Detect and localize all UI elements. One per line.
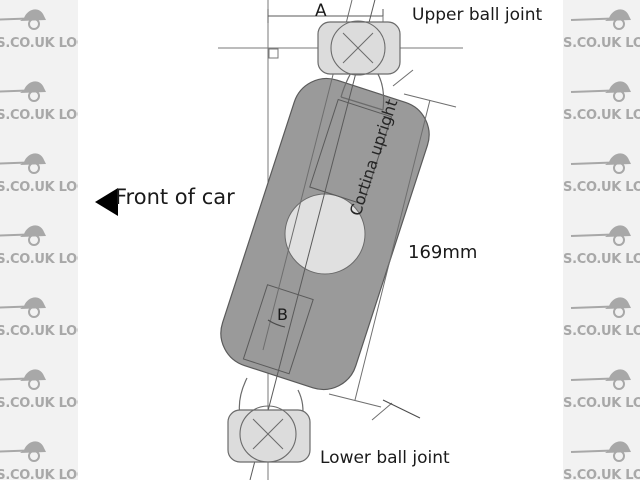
locostbuilders-car-logo-icon [0, 225, 46, 246]
dimension-line-169mm [328, 69, 457, 421]
locostbuilders-car-logo-icon [0, 369, 46, 390]
watermark-text: ERS.CO.UK LOCO [0, 108, 78, 123]
watermark-band-left: ERS.CO.UK LOCO ERS.CO.UK LOCO ERS.CO.UK LO… [0, 0, 78, 480]
lower-joint-crosshair [252, 418, 284, 450]
watermark-tile: S.CO.UK LOCOST [563, 62, 640, 134]
watermark-tile: S.CO.UK LOCOST [563, 278, 640, 350]
locostbuilders-car-logo-icon [0, 9, 46, 30]
label-upper-ball-joint: Upper ball joint [412, 5, 543, 25]
label-lower-ball-joint: Lower ball joint [320, 448, 450, 468]
locostbuilders-car-logo-icon [0, 153, 46, 174]
upper-bracket-detail [309, 98, 393, 205]
locostbuilders-car-logo-icon [570, 153, 631, 174]
watermark-tile: ERS.CO.UK LOCO [0, 134, 78, 206]
lower-ball-joint [227, 405, 311, 463]
watermark-text: S.CO.UK LOCOST [563, 324, 640, 339]
watermark-tile: S.CO.UK LOCOST [563, 134, 640, 206]
watermark-tile: ERS.CO.UK LOCO [0, 0, 78, 62]
watermark-tile: S.CO.UK LOCOST [563, 206, 640, 278]
watermark-tile: ERS.CO.UK LOCO [0, 206, 78, 278]
locostbuilders-car-logo-icon [0, 297, 46, 318]
watermark-text: S.CO.UK LOCOST [563, 468, 640, 480]
watermark-text: S.CO.UK LOCOST [563, 36, 640, 51]
right-angle-marker [268, 48, 279, 59]
watermark-tile: S.CO.UK LOCOST [563, 422, 640, 480]
watermark-text: ERS.CO.UK LOCO [0, 252, 78, 267]
watermark-text: S.CO.UK LOCOST [563, 252, 640, 267]
locostbuilders-car-logo-icon [570, 9, 631, 30]
watermark-text: ERS.CO.UK LOCO [0, 324, 78, 339]
locostbuilders-car-logo-icon [570, 297, 631, 318]
watermark-text: S.CO.UK LOCOST [563, 396, 640, 411]
watermark-tile: ERS.CO.UK LOCO [0, 278, 78, 350]
label-dimension-a: A [315, 1, 327, 21]
watermark-text: ERS.CO.UK LOCO [0, 468, 78, 480]
label-front-of-car: Front of car [115, 185, 235, 209]
watermark-text: ERS.CO.UK LOCO [0, 36, 78, 51]
watermark-text: ERS.CO.UK LOCO [0, 396, 78, 411]
watermark-tile: ERS.CO.UK LOCO [0, 62, 78, 134]
upper-joint-crosshair [342, 32, 374, 64]
watermark-tile: ERS.CO.UK LOCO [0, 350, 78, 422]
watermark-text: S.CO.UK LOCOST [563, 180, 640, 195]
locostbuilders-car-logo-icon [0, 81, 46, 102]
upper-ball-joint [317, 20, 401, 76]
label-upright-length: 169mm [408, 242, 478, 263]
watermark-text: S.CO.UK LOCOST [563, 108, 640, 123]
lower-bracket-detail [242, 284, 314, 375]
watermark-tile: S.CO.UK LOCOST [563, 350, 640, 422]
locostbuilders-car-logo-icon [0, 441, 46, 462]
watermark-tile: S.CO.UK LOCOST [563, 0, 640, 62]
hub-bore [284, 193, 366, 275]
angle-b-indicator [267, 319, 286, 328]
watermark-tile: ERS.CO.UK LOCO [0, 422, 78, 480]
watermark-band-right: S.CO.UK LOCOST S.CO.UK LOCOST S.CO.UK LOCO… [563, 0, 640, 480]
locostbuilders-car-logo-icon [570, 81, 631, 102]
leader-line-lower-joint [382, 399, 421, 419]
front-of-car-arrow-icon [95, 188, 118, 216]
locostbuilders-car-logo-icon [570, 441, 631, 462]
locostbuilders-car-logo-icon [570, 225, 631, 246]
label-angle-b: B [277, 305, 288, 324]
locostbuilders-car-logo-icon [570, 369, 631, 390]
watermark-text: ERS.CO.UK LOCO [0, 180, 78, 195]
